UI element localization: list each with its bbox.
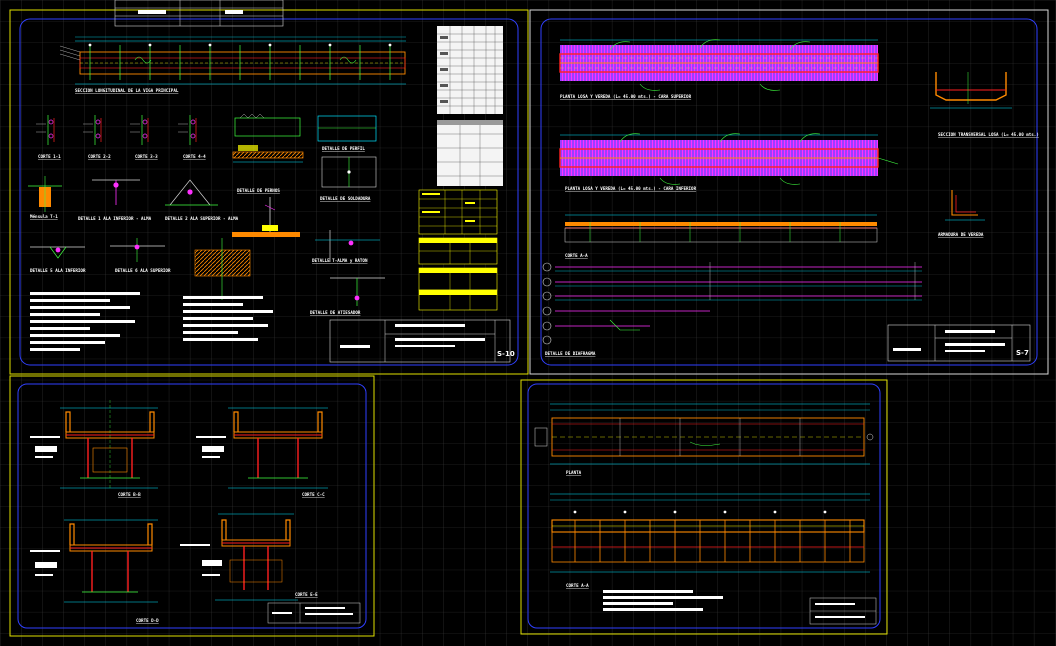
label-plan-bottom: PLANTA LOSA Y VEREDA (L= 45.00 mts.) - C… (565, 186, 697, 191)
label-sidewalk-reinforcement: ARMADURA DE VEREDA (938, 232, 984, 237)
sheet-s7-frame (529, 9, 1049, 375)
title-block-s10[interactable] (329, 319, 511, 363)
sheet-s10-header-strip (114, 0, 284, 27)
label-detalle-pernos: DETALLE DE PERNOS (237, 188, 280, 193)
sheet-s10-border (19, 18, 519, 366)
sheet-sections[interactable]: CORTE B-B CORTE C-C (9, 375, 375, 637)
sheet-s10[interactable]: SECCION LONGITUDINAL DE LA VIGA PRINCIPA… (9, 0, 529, 375)
label-detalle-6: DETALLE 6 ALA SUPERIOR (115, 268, 171, 273)
section-bb-notes (30, 436, 60, 458)
label-detalle-7: DETALLE T-ALMA y RATON (312, 258, 368, 263)
label-corte-aa-girder: CORTE A-A (566, 583, 589, 588)
general-notes-left (30, 292, 140, 351)
detail-row-middle[interactable] (28, 176, 218, 212)
label-corte-ee: CORTE E-E (295, 592, 318, 597)
label-corte-4-4: CORTE 4-4 (183, 154, 206, 159)
section-cc-notes (196, 436, 226, 458)
label-corte-1-1: CORTE 1-1 (38, 154, 61, 159)
label-detalle-soldadura: DETALLE DE SOLDADURA (320, 196, 371, 201)
label-corte-cc: CORTE C-C (302, 492, 325, 497)
slab-cross-section[interactable] (930, 72, 1012, 109)
steel-spec-table-3[interactable] (418, 267, 498, 311)
girder-section-aa[interactable] (550, 493, 870, 573)
title-block-s7[interactable] (887, 324, 1031, 362)
label-detalle-diafragma: DETALLE DE DIAFRAGMA (545, 351, 596, 356)
label-corte-dd: CORTE D-D (136, 618, 159, 623)
section-cuts-row[interactable] (36, 115, 197, 145)
title-block-girder[interactable] (809, 597, 877, 625)
label-corte-2-2: CORTE 2-2 (88, 154, 111, 159)
title-block-sections[interactable] (267, 602, 361, 624)
weld-detail-group[interactable] (232, 197, 300, 237)
sheet-s10-frame (9, 9, 529, 375)
label-corte-aa-s7: CORTE A-A (565, 253, 588, 258)
sheet-girder-plan-border (527, 383, 881, 629)
sheet-s7-number: S-7 (1016, 349, 1029, 357)
label-planta: PLANTA (566, 470, 582, 475)
slab-plan-bottom[interactable] (559, 133, 899, 185)
label-cross-section: SECCION TRANSVERSAL LOSA (L= 45.00 mts.) (938, 132, 1039, 137)
section-ee-notes (180, 544, 222, 576)
section-ee[interactable] (215, 513, 298, 601)
girder-notes (603, 590, 723, 611)
general-notes-middle (183, 296, 273, 341)
label-detalle-perfil: DETALLE DE PERFIL (322, 146, 365, 151)
section-dd[interactable] (64, 519, 158, 603)
slab-plan-top[interactable] (559, 39, 879, 91)
profile-detail[interactable] (232, 113, 304, 163)
sidewalk-reinforcement[interactable] (945, 190, 985, 221)
detail-row-lower[interactable] (30, 230, 385, 306)
sheet-girder-plan[interactable]: PLANTA CORTE A-A (520, 379, 888, 635)
section-bb[interactable] (60, 400, 158, 490)
label-detalle-5: DETALLE 5 ALA INFERIOR (30, 268, 86, 273)
steel-spec-table-1[interactable] (418, 189, 498, 235)
section-dd-notes (30, 550, 60, 576)
steel-spec-table-2[interactable] (418, 237, 498, 265)
section-cc[interactable] (228, 407, 328, 489)
sheet-sections-border (17, 383, 367, 629)
sheet-s10-number: S-10 (497, 350, 515, 358)
girder-plan-view[interactable] (534, 403, 874, 465)
label-mensula: Ménsula T-1 (30, 214, 58, 219)
sheet-s7[interactable]: PLANTA LOSA Y VEREDA (L= 45.00 mts.) - C… (529, 9, 1049, 375)
label-detalle-1: DETALLE 1 ALA INFERIOR - ALMA (78, 216, 152, 221)
label-elevation: SECCION LONGITUDINAL DE LA VIGA PRINCIPA… (75, 88, 179, 93)
label-corte-bb: CORTE B-B (118, 492, 141, 497)
shear-connector-detail[interactable] (317, 115, 377, 188)
bar-bending-details[interactable] (542, 262, 922, 345)
sheet-sections-frame (9, 375, 375, 637)
sheet-s7-border (540, 18, 1038, 366)
girder-elevation[interactable]: SECCION LONGITUDINAL DE LA VIGA PRINCIPA… (59, 36, 406, 93)
label-detalle-2: DETALLE 2 ALA SUPERIOR - ALMA (165, 216, 239, 221)
rebar-schedule-table[interactable] (437, 26, 503, 114)
label-detalle-8: DETALLE DE ATIESADOR (310, 310, 361, 315)
label-plan-top: PLANTA LOSA Y VEREDA (L= 45.00 mts.) - C… (560, 94, 692, 99)
sheet-girder-plan-frame (520, 379, 888, 635)
label-corte-3-3: CORTE 3-3 (135, 154, 158, 159)
slab-section-aa[interactable] (564, 214, 878, 243)
material-quantities-table[interactable] (437, 120, 503, 186)
